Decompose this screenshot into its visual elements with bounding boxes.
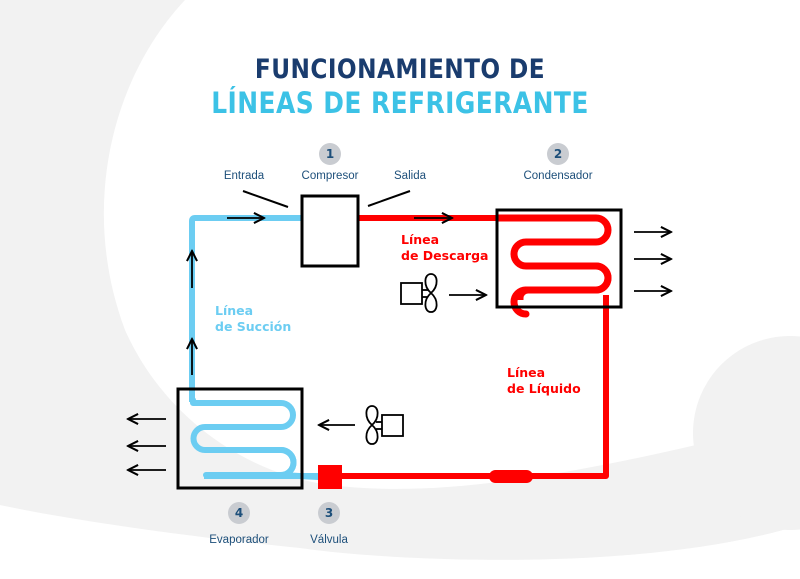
liquid-line-label-1: Línea [507,365,546,380]
liquid-line-label: Línea de Líquido [507,365,581,397]
evaporator-box [176,387,304,490]
compressor-number-badge: 1 [319,143,341,165]
liquid-line [340,295,609,479]
condenser-label: Condensador [523,170,593,182]
compressor-label: Compresor [301,170,359,182]
expansion-valve [318,465,342,489]
suction-line-label: Línea de Succión [215,303,291,335]
background-white-lower [0,505,800,579]
liquid-line-label-2: de Líquido [507,381,581,396]
suction-line-label-1: Línea [215,303,254,318]
title-line-1: FUNCIONAMIENTO DE [254,54,546,85]
inlet-label: Entrada [223,170,265,182]
condenser-fan-icon [400,273,438,313]
condenser-box [495,208,623,309]
discharge-line-label: Línea de Descarga [401,232,488,264]
suction-line-label-2: de Succión [215,319,292,334]
filter-drier [489,470,533,483]
background-circle-right [693,336,800,530]
condenser-coil [494,214,612,294]
title-line-2: LÍNEAS DE REFRIGERANTE [211,86,589,120]
valve-label: Válvula [310,534,348,546]
evaporator-number-badge: 4 [228,502,250,524]
evaporator-coil [190,397,321,480]
suction-line [189,215,302,402]
condenser-coil-tail [516,262,612,302]
condenser-number-badge: 2 [547,143,569,165]
compressor-box [300,194,360,268]
discharge-line-label-2: de Descarga [401,248,489,263]
outlet-label: Salida [394,170,426,182]
evaporator-fan-icon [365,405,404,445]
evaporator-label: Evaporador [209,534,269,546]
outlet-pointer-line [367,190,411,207]
valve-number-badge: 3 [318,502,340,524]
background-white-arc [103,0,800,489]
background-band-lower-edge [0,400,800,560]
evaporator-coil-bottom-turn [280,447,297,478]
discharge-line-label-1: Línea [401,232,440,247]
inlet-pointer-line [242,190,289,208]
